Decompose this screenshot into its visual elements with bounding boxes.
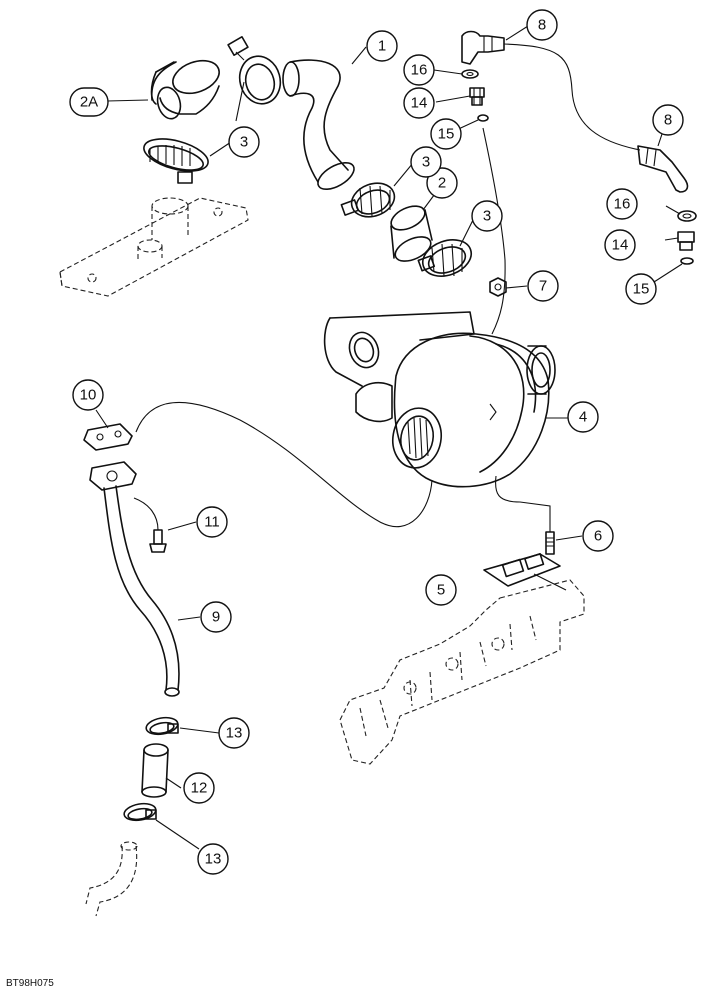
svg-text:3: 3 <box>483 208 491 225</box>
stud-6 <box>545 531 555 555</box>
svg-text:8: 8 <box>538 17 546 34</box>
callout-3-middle: 3 <box>410 146 442 178</box>
callout-12: 12 <box>183 772 215 804</box>
oil-return-tube-9 <box>89 461 180 697</box>
svg-text:9: 9 <box>212 609 220 626</box>
callout-15-upper: 15 <box>430 118 462 150</box>
callout-1: 1 <box>366 30 398 62</box>
callout-2a: 2A <box>69 87 109 117</box>
callout-8-right: 8 <box>652 104 684 136</box>
hose-clamp-13-lower <box>123 802 157 822</box>
hose-clamp-turbo-inlet <box>417 239 473 277</box>
svg-text:10: 10 <box>80 387 97 404</box>
bolt-11 <box>133 497 167 553</box>
elbow-hose-2a <box>150 59 220 120</box>
oil-supply-hose-8-right <box>637 145 689 193</box>
callout-16-right: 16 <box>606 188 638 220</box>
callout-8-top: 8 <box>526 9 558 41</box>
callout-5: 5 <box>425 574 457 606</box>
svg-text:1: 1 <box>378 38 386 55</box>
svg-text:5: 5 <box>437 582 445 599</box>
callout-10: 10 <box>72 379 104 411</box>
oil-return-line-route <box>135 401 551 532</box>
svg-text:13: 13 <box>205 851 222 868</box>
callout-4: 4 <box>567 401 599 433</box>
oil-supply-hose-8-top <box>461 30 641 151</box>
svg-text:16: 16 <box>411 62 428 79</box>
figure-code: BT98H075 <box>6 978 54 989</box>
turbo-gasket-5 <box>483 552 561 587</box>
svg-text:4: 4 <box>579 409 587 426</box>
fitting-14-right <box>677 231 695 251</box>
svg-text:15: 15 <box>633 281 650 298</box>
turbocharger-4 <box>323 311 556 488</box>
callout-3-left: 3 <box>228 126 260 158</box>
o-ring-15-right <box>680 257 694 265</box>
svg-text:13: 13 <box>226 725 243 742</box>
callout-3-right: 3 <box>471 200 503 232</box>
callout-14-upper: 14 <box>403 87 435 119</box>
nut-7 <box>489 277 507 297</box>
callout-7: 7 <box>527 270 559 302</box>
svg-text:12: 12 <box>191 780 208 797</box>
svg-text:3: 3 <box>240 134 248 151</box>
oil-supply-line-to-turbo <box>482 127 506 335</box>
svg-text:14: 14 <box>612 237 629 254</box>
callout-13-upper: 13 <box>218 717 250 749</box>
callout-13-lower: 13 <box>197 843 229 875</box>
straight-hose-2 <box>390 205 433 262</box>
exhaust-manifold-phantom <box>339 579 585 765</box>
hose-clamp-middle <box>340 182 396 218</box>
callout-14-right: 14 <box>604 229 636 261</box>
svg-text:15: 15 <box>438 126 455 143</box>
drain-tube-phantom <box>85 841 138 917</box>
svg-text:14: 14 <box>411 95 428 112</box>
svg-text:16: 16 <box>614 196 631 213</box>
gasket-10 <box>83 423 133 451</box>
washer-16-upper <box>461 69 479 79</box>
svg-text:8: 8 <box>664 112 672 129</box>
svg-text:2: 2 <box>438 175 446 192</box>
washer-16-right <box>677 210 697 222</box>
callout-9: 9 <box>200 601 232 633</box>
callout-16-upper: 16 <box>403 54 435 86</box>
fitting-14-upper <box>469 87 485 106</box>
callout-2: 2 <box>426 167 458 199</box>
hose-clamp-13-upper <box>145 716 179 736</box>
intake-adapter-plate-phantom <box>59 197 249 297</box>
svg-text:7: 7 <box>539 278 547 295</box>
callout-15-right: 15 <box>625 273 657 305</box>
callout-6: 6 <box>582 520 614 552</box>
svg-text:2A: 2A <box>80 94 98 111</box>
svg-text:6: 6 <box>594 528 602 545</box>
hose-clamp-lower-left <box>143 138 209 184</box>
o-ring-15-upper <box>477 114 489 122</box>
hose-12 <box>141 743 169 798</box>
callout-11: 11 <box>196 506 228 538</box>
intake-hose-1 <box>282 59 355 191</box>
svg-text:11: 11 <box>204 514 220 531</box>
hose-clamp-upper-left <box>227 36 282 105</box>
svg-text:3: 3 <box>422 154 430 171</box>
